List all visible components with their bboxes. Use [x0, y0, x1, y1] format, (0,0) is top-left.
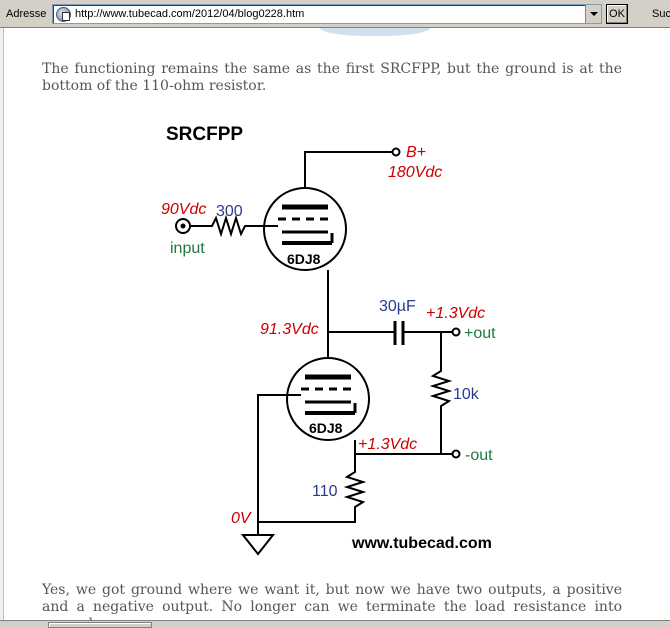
bplus-wire	[304, 151, 393, 203]
load-resistor-label: 10k	[453, 386, 480, 403]
horizontal-scrollbar[interactable]	[0, 620, 670, 628]
out-pos-terminal	[451, 327, 461, 337]
bplus-label: B+	[406, 144, 426, 161]
go-button[interactable]: OK	[606, 4, 628, 24]
address-label: Adresse	[6, 8, 47, 20]
out-neg-terminal	[451, 449, 461, 459]
out-pos-voltage: +1.3Vdc	[426, 305, 485, 322]
bottom-tube-label: 6DJ8	[309, 420, 343, 436]
address-input[interactable]: http://www.tubecad.com/2012/04/blog0228.…	[52, 4, 602, 24]
content-left-edge	[0, 28, 4, 620]
input-resistor-label: 300	[216, 203, 243, 220]
srcfpp-schematic: SRCFPP B+ 180Vdc 6DJ8 90Vdc 300 input 91…	[161, 124, 496, 556]
ground-voltage: 0V	[231, 510, 252, 527]
grid-wire	[257, 394, 301, 522]
address-dropdown-button[interactable]	[585, 5, 601, 23]
toolbar-truncated-label[interactable]: Suc	[652, 8, 670, 20]
input-voltage: 90Vdc	[161, 201, 206, 218]
bplus-terminal	[391, 147, 401, 157]
input-resistor	[190, 214, 278, 238]
ground-icon	[240, 534, 276, 556]
paragraph-followup: Yes, we got ground where we want it, but…	[42, 582, 622, 628]
load-resistor	[429, 332, 453, 454]
out-neg-label: -out	[465, 447, 493, 464]
input-label: input	[170, 240, 205, 257]
website-label: www.tubecad.com	[351, 535, 492, 552]
top-tube-label: 6DJ8	[287, 251, 321, 267]
address-url[interactable]: http://www.tubecad.com/2012/04/blog0228.…	[75, 8, 305, 20]
cathode-resistor-label: 110	[312, 483, 338, 500]
page-icon	[56, 7, 71, 22]
cathode-resistor	[258, 454, 367, 523]
out-pos-label: +out	[464, 325, 496, 342]
address-bar: Adresse http://www.tubecad.com/2012/04/b…	[0, 0, 670, 28]
cathode-voltage: +1.3Vdc	[358, 436, 417, 453]
scrollbar-thumb[interactable]	[48, 622, 152, 628]
paragraph-intro: The functioning remains the same as the …	[42, 61, 622, 94]
bplus-voltage: 180Vdc	[388, 164, 442, 181]
top-tube: 6DJ8	[263, 187, 347, 271]
header-graphic	[320, 28, 430, 36]
schematic-title: SRCFPP	[166, 124, 243, 145]
capacitor-label: 30µF	[379, 298, 416, 315]
bottom-tube: 6DJ8	[286, 357, 370, 441]
mid-voltage: 91.3Vdc	[260, 321, 319, 338]
